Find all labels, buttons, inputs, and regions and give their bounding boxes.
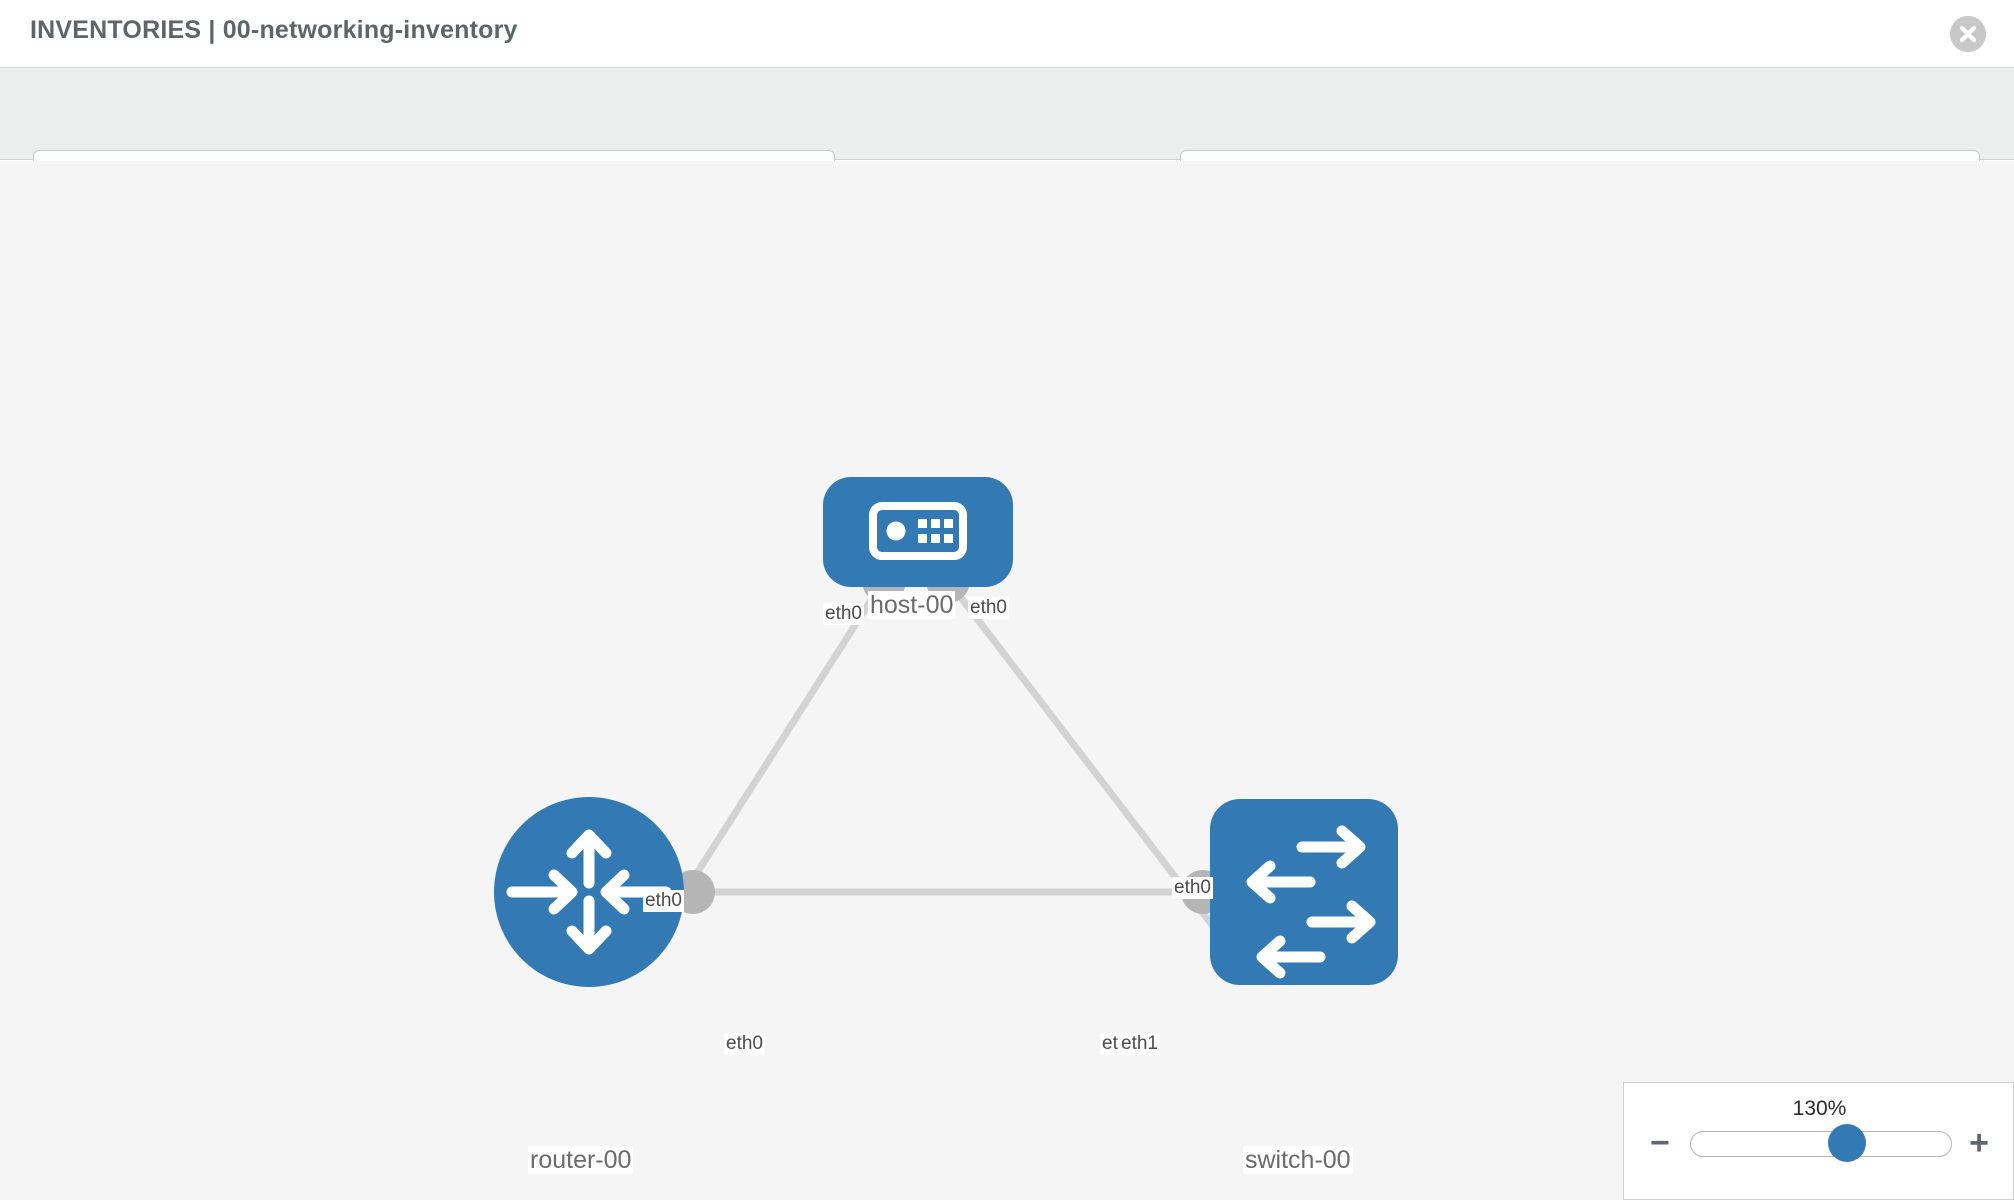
zoom-level-label: 130% <box>1792 1097 1847 1120</box>
edge-label-switch-up: eth0 <box>1172 877 1213 899</box>
zoom-out-button[interactable]: − <box>1650 1124 1670 1162</box>
toolbar: ACTIONS SEARCH <box>0 68 2014 206</box>
topology-canvas[interactable]: eth0 eth0 eth0 eth0 eth0 eth0 eth1 host-… <box>0 161 2014 1200</box>
zoom-slider-thumb[interactable] <box>1828 1124 1867 1162</box>
close-icon[interactable] <box>1950 16 1986 52</box>
node-label-host-00: host-00 <box>868 591 956 620</box>
node-switch-00 <box>1210 799 1398 985</box>
edge-label-router-up: eth0 <box>643 890 684 912</box>
page-title: INVENTORIES | 00-networking-inventory <box>30 16 518 44</box>
topology-connectors <box>671 559 1257 973</box>
zoom-control-panel: 130% − + <box>1623 1082 2014 1200</box>
edge-label-host-right: eth0 <box>968 597 1009 619</box>
node-host-00 <box>823 477 1013 587</box>
topology-edges <box>657 583 1235 954</box>
zoom-slider-track[interactable] <box>1690 1131 1952 1157</box>
edge-label-host-left: eth0 <box>823 603 864 625</box>
switch-arrows-icon <box>1246 825 1376 979</box>
zoom-in-button[interactable]: + <box>1969 1124 1989 1162</box>
node-router-00 <box>494 797 684 987</box>
edge-label-switch-eth1: eth1 <box>1119 1033 1160 1055</box>
edge-label-router-eth0: eth0 <box>724 1033 765 1055</box>
node-label-switch-00: switch-00 <box>1243 1146 1353 1175</box>
server-icon <box>869 502 967 560</box>
node-label-router-00: router-00 <box>528 1146 634 1175</box>
page-header: INVENTORIES | 00-networking-inventory <box>0 0 2014 68</box>
